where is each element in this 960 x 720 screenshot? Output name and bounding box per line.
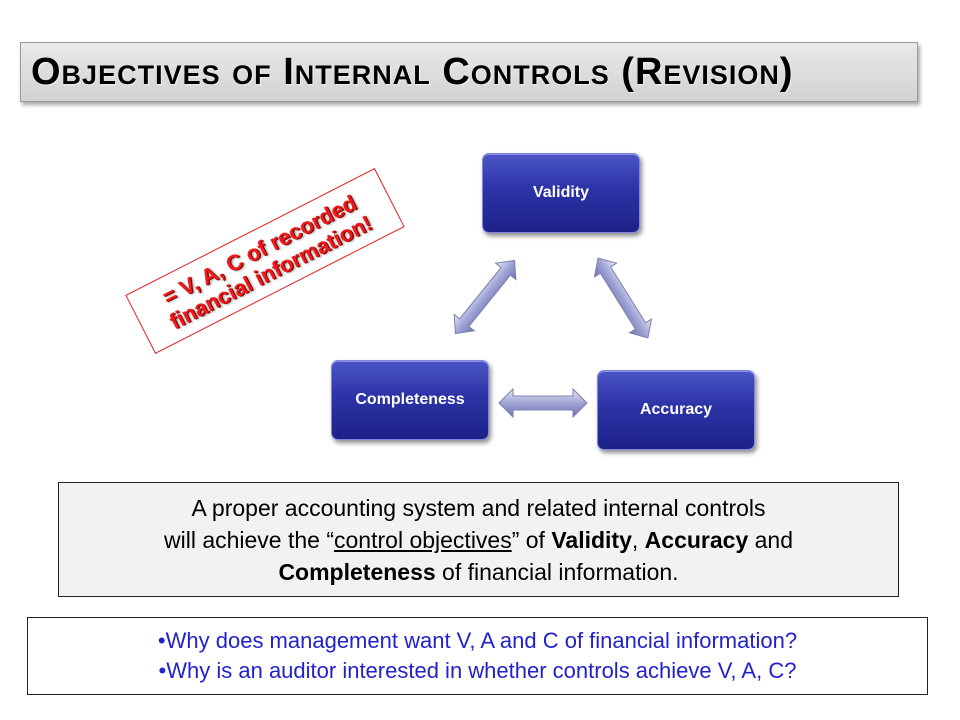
node-accuracy-label: Accuracy	[639, 401, 713, 418]
node-completeness-label: Completeness	[355, 391, 465, 408]
node-validity-label: Validity	[532, 184, 590, 201]
node-accuracy: Accuracy	[597, 370, 755, 450]
statement-line-2: will achieve the “control objectives” of…	[164, 524, 793, 556]
completeness-term: Completeness	[278, 558, 436, 585]
statement-text: and	[748, 526, 794, 553]
page-title: Objectives of Internal Controls (Revisio…	[31, 50, 794, 93]
question-item: •Why does management want V, A and C of …	[157, 628, 798, 653]
statement-box: A proper accounting system and related i…	[58, 482, 899, 597]
control-objectives-text: control objectives	[334, 526, 512, 553]
statement-text: will achieve the “	[163, 526, 335, 553]
statement-text: ,	[631, 526, 645, 553]
node-validity: Validity	[482, 153, 640, 233]
statement-line-3: Completeness of financial information.	[278, 556, 678, 588]
title-bar: Objectives of Internal Controls (Revisio…	[20, 42, 918, 102]
question-item: •Why is an auditor interested in whether…	[158, 658, 797, 683]
statement-text: ” of	[511, 526, 552, 553]
questions-box: •Why does management want V, A and C of …	[27, 617, 928, 695]
arrow-validity-accuracy	[593, 257, 653, 339]
arrow-completeness-accuracy	[498, 387, 588, 419]
validity-term: Validity	[551, 526, 632, 553]
statement-text: of financial information.	[435, 558, 679, 585]
accuracy-term: Accuracy	[644, 526, 749, 553]
node-completeness: Completeness	[331, 360, 489, 440]
statement-line-1: A proper accounting system and related i…	[191, 494, 766, 521]
arrow-validity-completeness	[453, 259, 517, 335]
